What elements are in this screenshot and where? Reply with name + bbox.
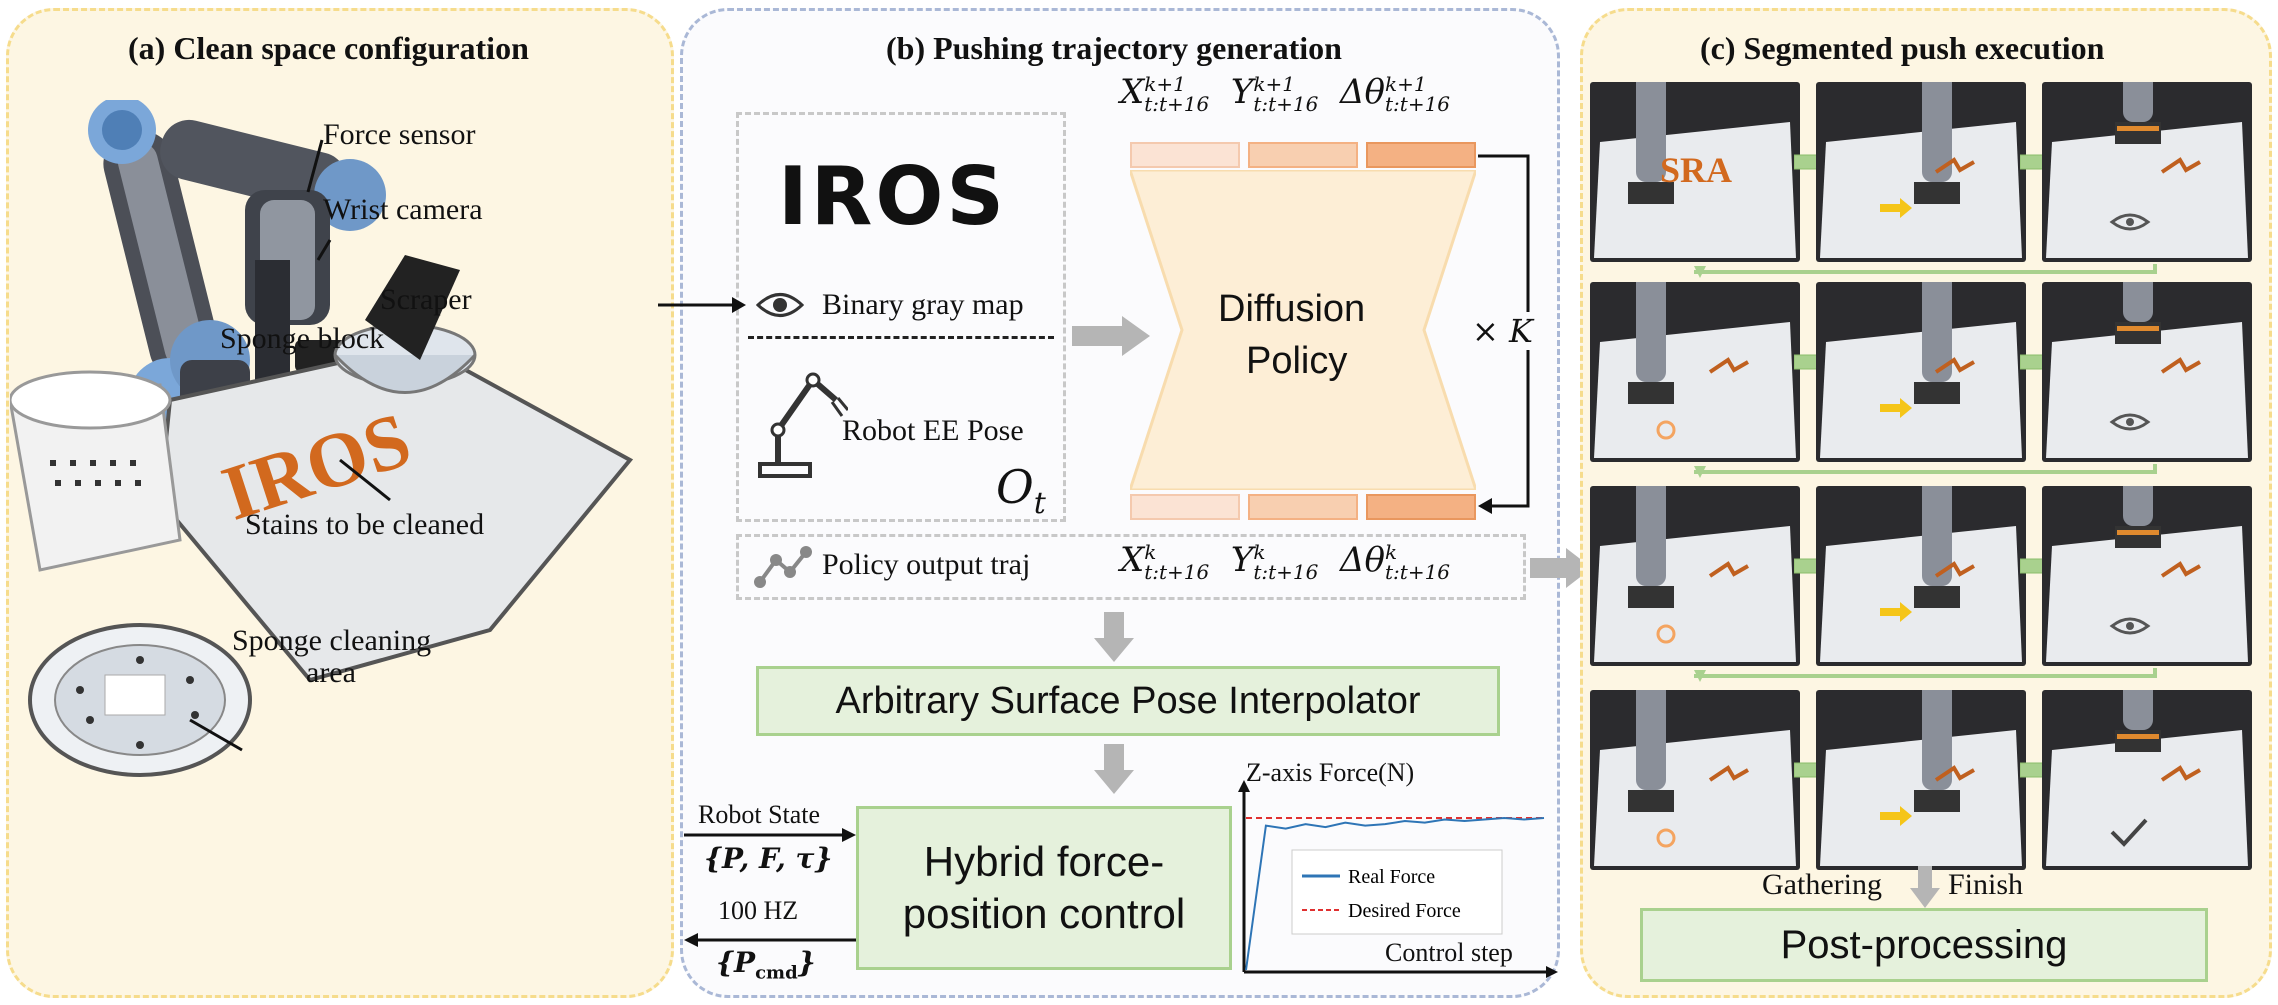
panel-b-title: (b) Pushing trajectory generation (886, 30, 1342, 66)
execution-photo (1816, 690, 2026, 870)
wrist-camera-leader (316, 239, 332, 261)
interpolator-box: Arbitrary Surface Pose Interpolator (756, 666, 1500, 736)
finish-label: Finish (1948, 868, 2024, 901)
execution-photo (2042, 82, 2252, 262)
gathering-label: Gathering (1762, 868, 1882, 901)
policy-output-row (736, 534, 1526, 600)
panel-c-title: (c) Segmented push execution (1700, 30, 2105, 66)
bottom-output-cell-theta (1366, 494, 1476, 520)
robot-arm-icon (758, 360, 850, 485)
observation-box (736, 112, 1066, 522)
top-output-cell-theta (1366, 142, 1476, 168)
hybrid-label-1: Hybrid force- (923, 838, 1165, 885)
force-chart: Real Force Desired Force (1238, 780, 1558, 978)
execution-photo (1816, 282, 2026, 462)
execution-photo (2042, 690, 2252, 870)
sponge-bowl-image (28, 623, 252, 777)
row-wrap-connector (1690, 264, 2160, 291)
stains-leader (339, 458, 391, 502)
robot-pose-label: Robot EE Pose (842, 414, 1024, 447)
force-sensor-label: Force sensor (323, 118, 476, 151)
diffusion-policy-block (1130, 170, 1476, 490)
down-arrow-1 (1094, 612, 1134, 662)
diffusion-label-2: Policy (1246, 340, 1348, 382)
top-output-cell-y (1248, 142, 1358, 168)
scraper-bowl-image (333, 255, 477, 394)
force-sensor-leader (306, 139, 324, 193)
execution-photo (1590, 690, 1800, 870)
clean-space-illustration: IROS (10, 100, 634, 777)
bottom-output-cell-y (1248, 494, 1358, 520)
robot-state-math: {P, F, τ} (704, 842, 833, 875)
repeat-k-label: × K (1468, 312, 1537, 350)
robot-state-label: Robot State (698, 800, 821, 829)
execution-photo: SRA (1590, 82, 1800, 262)
row-wrap-connector (1690, 668, 2160, 695)
legend-desired-label: Desired Force (1348, 900, 1461, 922)
chart-legend (1291, 849, 1503, 935)
observation-divider (748, 336, 1054, 339)
execution-photo (1590, 486, 1800, 666)
row-wrap-connector (1690, 464, 2160, 491)
top-output-cell-x (1130, 142, 1240, 168)
svg-text:SRA: SRA (1660, 150, 1732, 190)
execution-photo (1590, 282, 1800, 462)
obs-to-policy-arrow (1072, 316, 1150, 356)
bottom-output-cell-x (1130, 494, 1240, 520)
policy-output-label: Policy output traj (822, 548, 1031, 581)
robot-state-arrow (684, 828, 856, 842)
eye-icon (755, 290, 805, 325)
down-arrow-2 (1094, 744, 1134, 794)
cleaning-board-image: IROS (157, 342, 634, 683)
execution-photo (2042, 282, 2252, 462)
wrist-camera-label: Wrist camera (323, 193, 483, 226)
execution-photo (1816, 82, 2026, 262)
to-execution-arrow (1530, 548, 1592, 588)
execution-photo (1816, 486, 2026, 666)
command-arrow (684, 933, 856, 947)
sponge-area-label-1: Sponge cleaning (232, 624, 432, 657)
command-math: {Pcmd} (716, 946, 816, 984)
sponge-area-label-2: area (306, 656, 356, 689)
observation-symbol: Ot (996, 460, 1046, 522)
interpolator-label: Arbitrary Surface Pose Interpolator (835, 679, 1421, 722)
stains-label: Stains to be cleaned (245, 508, 485, 541)
sponge-area-leader (189, 718, 243, 752)
iros-binary-logo: IROS (778, 150, 1007, 243)
binary-map-label: Binary gray map (822, 288, 1024, 321)
post-processing-box: Post-processing (1640, 908, 2208, 982)
scraper-label: Scraper (380, 283, 472, 316)
hybrid-control-box: Hybrid force- position control (856, 806, 1232, 970)
robot-arm-image (88, 100, 386, 460)
basket-image (10, 370, 182, 572)
real-force-line (1245, 816, 1545, 971)
legend-real-label: Real Force (1348, 866, 1435, 888)
panel-a-title: (a) Clean space configuration (128, 30, 529, 66)
rate-label: 100 HZ (718, 896, 799, 925)
hybrid-label-2: position control (902, 890, 1186, 937)
trajectory-icon (752, 542, 814, 597)
wrist-to-obs-arrow (658, 297, 746, 313)
sponge-block-label: Sponge block (220, 322, 385, 355)
chart-ylabel: Z-axis Force(N) (1246, 758, 1415, 787)
diffusion-label-1: Diffusion (1218, 288, 1366, 330)
chart-xlabel: Control step (1385, 938, 1513, 968)
gathering-down-arrow (1910, 866, 1940, 908)
post-processing-label: Post-processing (1780, 922, 2068, 967)
execution-photo (2042, 486, 2252, 666)
